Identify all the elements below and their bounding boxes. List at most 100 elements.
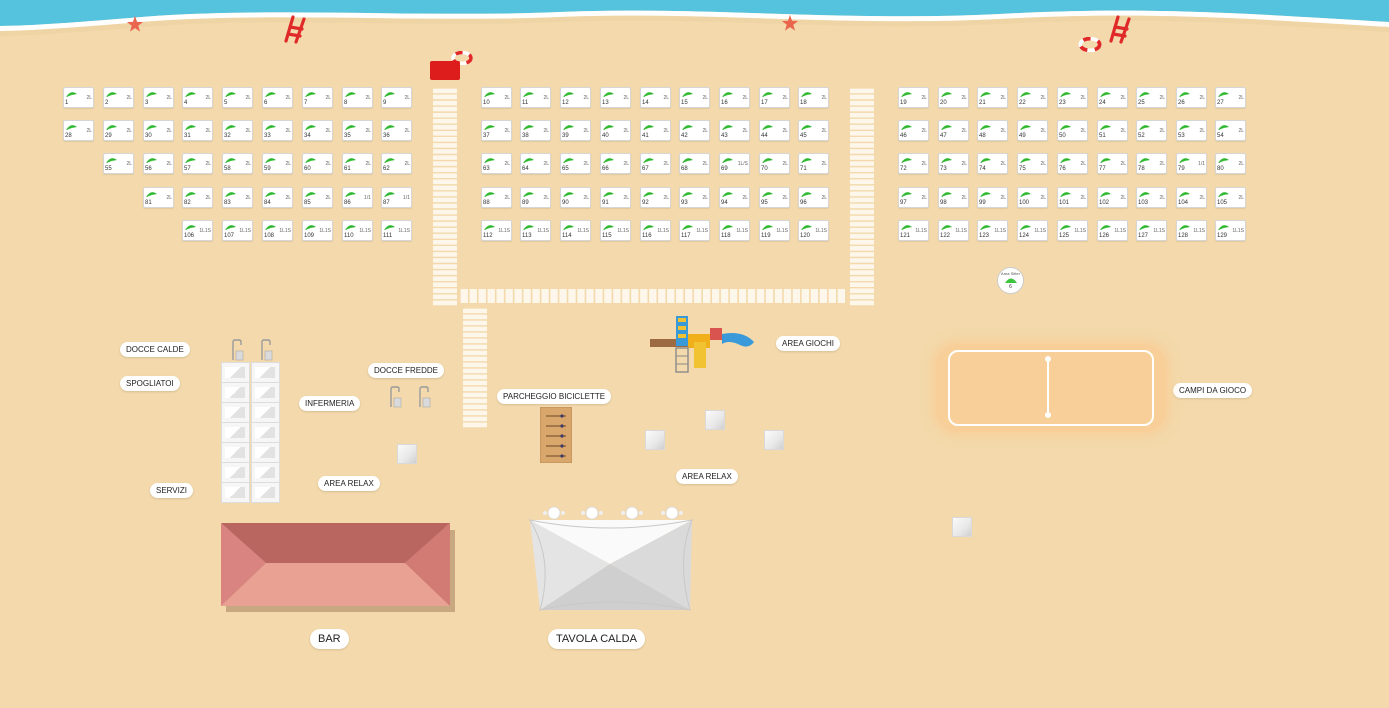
special-spot[interactable]: Area Sitter 6 (997, 267, 1024, 294)
